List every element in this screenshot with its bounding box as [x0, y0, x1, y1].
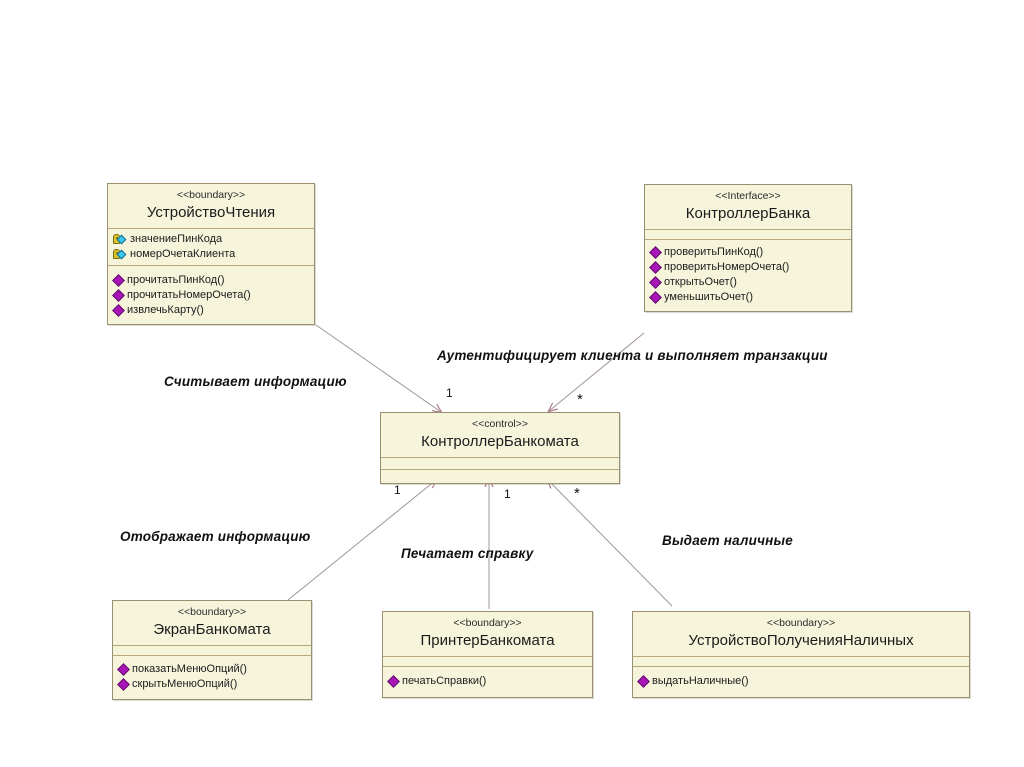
operations-compartment-screen: показатьМенюОпций() скрытьМенюОпций(): [113, 656, 311, 699]
operation-row: проверитьПинКод(): [649, 245, 847, 260]
operations-compartment-reader: прочитатьПинКод() прочитатьНомерОчета() …: [108, 266, 314, 324]
operation-row: прочитатьНомерОчета(): [112, 288, 310, 303]
attribute-row: значениеПинКода: [113, 232, 310, 247]
class-header-atm-controller: <<control>> КонтроллерБанкомата: [381, 413, 619, 458]
operation-label: уменьшитьОчет(): [664, 291, 754, 303]
operations-compartment-printer: печатьСправки(): [383, 667, 592, 697]
operation-label: извлечьКарту(): [127, 304, 204, 316]
purple-diamond-icon: [112, 304, 125, 317]
operation-row: извлечьКарту(): [112, 303, 310, 318]
multiplicity-top-left: 1: [446, 386, 453, 400]
class-stereotype: <<boundary>>: [176, 189, 246, 201]
attributes-compartment-screen: [113, 646, 311, 656]
class-box-cash-dispenser[interactable]: <<boundary>> УстройствоПолученияНаличных…: [632, 611, 970, 698]
purple-diamond-icon: [637, 675, 650, 688]
operation-label: проверитьНомерОчета(): [664, 261, 790, 273]
multiplicity-bottom-mid: 1: [504, 487, 511, 501]
class-stereotype: <<boundary>>: [766, 617, 836, 629]
attributes-compartment-printer: [383, 657, 592, 667]
class-stereotype: <<boundary>>: [453, 617, 522, 629]
class-stereotype: <<Interface>>: [715, 190, 781, 202]
operations-compartment-bank-controller: проверитьПинКод() проверитьНомерОчета() …: [645, 240, 851, 311]
operation-row: уменьшитьОчет(): [649, 290, 847, 305]
class-header-reader: <<boundary>> УстройствоЧтения: [108, 184, 314, 229]
attribute-label: номерОчетаКлиента: [130, 248, 236, 260]
class-header-screen: <<boundary>> ЭкранБанкомата: [113, 601, 311, 646]
association-label-displays-info: Отображает информацию: [120, 529, 311, 544]
class-stereotype: <<control>>: [471, 418, 529, 430]
key-diamond-icon: [113, 249, 128, 260]
purple-diamond-icon: [649, 276, 662, 289]
association-label-prints-receipt: Печатает справку: [401, 546, 534, 561]
multiplicity-bottom-right: *: [574, 485, 580, 502]
attribute-label: значениеПинКода: [130, 233, 223, 245]
class-header-bank-controller: <<Interface>> КонтроллерБанка: [645, 185, 851, 230]
class-box-reader[interactable]: <<boundary>> УстройствоЧтения значениеПи…: [107, 183, 315, 325]
purple-diamond-icon: [112, 289, 125, 302]
multiplicity-top-right: *: [577, 391, 583, 408]
operation-label: скрытьМенюОпций(): [132, 678, 238, 690]
purple-diamond-icon: [117, 678, 130, 691]
operations-compartment-cash-dispenser: выдатьНаличные(): [633, 667, 969, 697]
edge-authenticates: [547, 332, 645, 413]
purple-diamond-icon: [112, 274, 125, 287]
purple-diamond-icon: [117, 663, 130, 676]
operation-label: проверитьПинКод(): [664, 246, 764, 258]
edge-dispenses-cash: [546, 478, 673, 607]
operation-label: открытьОчет(): [664, 276, 737, 288]
class-name: ПринтерБанкомата: [420, 632, 555, 649]
class-header-printer: <<boundary>> ПринтерБанкомата: [383, 612, 592, 657]
class-box-screen[interactable]: <<boundary>> ЭкранБанкомата показатьМеню…: [112, 600, 312, 700]
operation-label: прочитатьПинКод(): [127, 274, 225, 286]
operation-row: показатьМенюОпций(): [117, 662, 307, 677]
operation-label: прочитатьНомерОчета(): [127, 289, 251, 301]
attributes-compartment-atm-controller: [381, 458, 619, 470]
operation-label: выдатьНаличные(): [652, 675, 749, 687]
operation-row: прочитатьПинКод(): [112, 273, 310, 288]
operation-row: проверитьНомерОчета(): [649, 260, 847, 275]
operation-row: скрытьМенюОпций(): [117, 677, 307, 692]
class-name: УстройствоПолученияНаличных: [688, 632, 914, 649]
class-stereotype: <<boundary>>: [177, 606, 247, 618]
edge-reads-info: [315, 324, 444, 414]
attributes-compartment-reader: значениеПинКода номерОчетаКлиента: [108, 229, 314, 266]
operation-row: печатьСправки(): [387, 674, 588, 689]
class-name: УстройствоЧтения: [146, 204, 276, 221]
class-header-cash-dispenser: <<boundary>> УстройствоПолученияНаличных: [633, 612, 969, 657]
purple-diamond-icon: [649, 246, 662, 259]
attributes-compartment-cash-dispenser: [633, 657, 969, 667]
key-diamond-icon: [113, 234, 128, 245]
purple-diamond-icon: [649, 261, 662, 274]
purple-diamond-icon: [649, 291, 662, 304]
class-box-bank-controller[interactable]: <<Interface>> КонтроллерБанка проверитьП…: [644, 184, 852, 312]
class-name: КонтроллерБанкомата: [421, 433, 579, 450]
attribute-row: номерОчетаКлиента: [113, 247, 310, 262]
operation-label: печатьСправки(): [402, 675, 487, 687]
multiplicity-bottom-left: 1: [394, 483, 401, 497]
class-name: КонтроллерБанка: [685, 205, 811, 222]
class-name: ЭкранБанкомата: [153, 621, 271, 638]
operation-label: показатьМенюОпций(): [132, 663, 247, 675]
operations-compartment-atm-controller: [381, 470, 619, 483]
association-label-authenticates: Аутентифицирует клиента и выполняет тран…: [437, 348, 828, 363]
association-label-reads-info: Считывает информацию: [164, 374, 347, 389]
operation-row: выдатьНаличные(): [637, 674, 965, 689]
class-box-atm-controller[interactable]: <<control>> КонтроллерБанкомата: [380, 412, 620, 484]
class-box-printer[interactable]: <<boundary>> ПринтерБанкомата печатьСпра…: [382, 611, 593, 698]
association-label-dispenses-cash: Выдает наличные: [662, 533, 793, 548]
attributes-compartment-bank-controller: [645, 230, 851, 240]
purple-diamond-icon: [387, 675, 400, 688]
operation-row: открытьОчет(): [649, 275, 847, 290]
